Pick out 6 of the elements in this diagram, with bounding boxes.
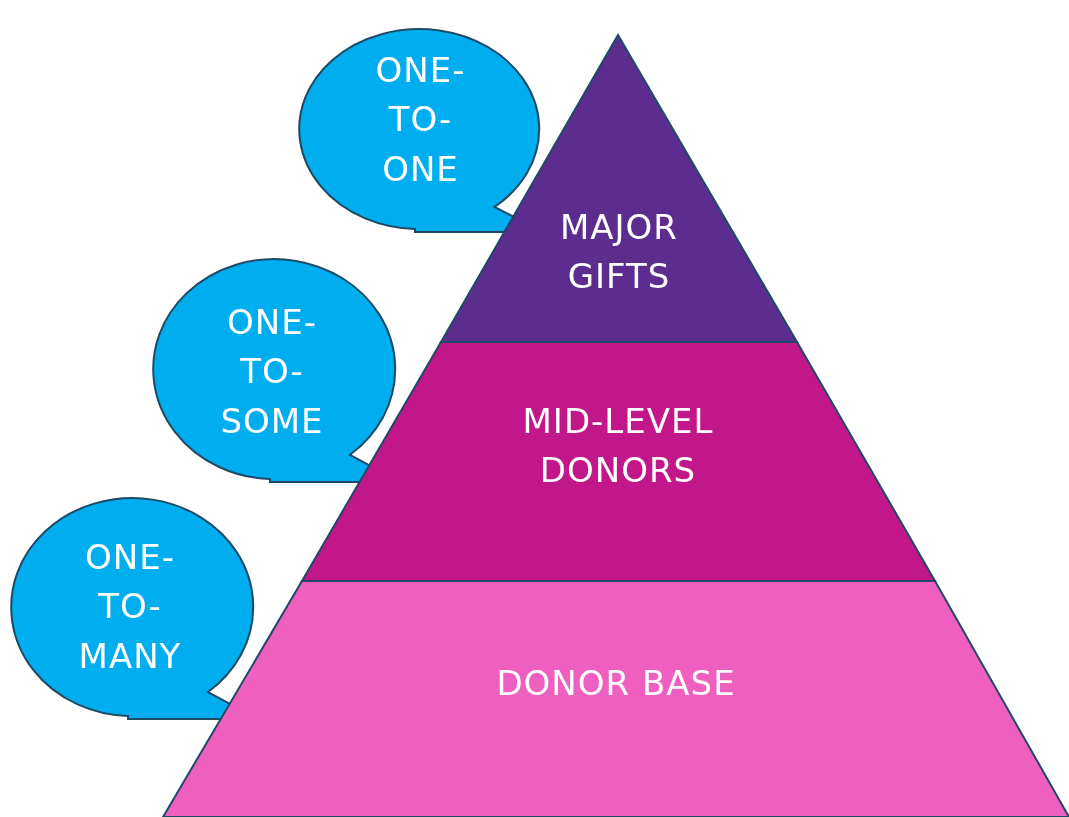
- tier-label: DONOR BASE: [495, 662, 737, 705]
- tier-label: MAJOR GIFTS: [559, 206, 679, 299]
- tier-label: MID-LEVEL DONORS: [521, 400, 715, 493]
- bubble-label: ONE-TO-MANY: [77, 536, 183, 678]
- bubble-label: ONE-TO-SOME: [219, 301, 325, 443]
- bubble-label: ONE-TO-ONE: [374, 49, 467, 191]
